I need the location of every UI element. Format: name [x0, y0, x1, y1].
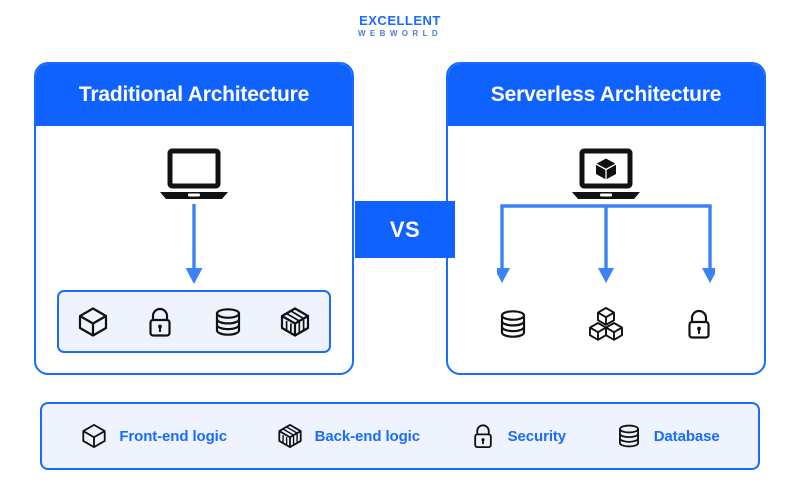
legend-label: Database	[653, 427, 720, 445]
segmented-cube-icon	[272, 299, 318, 345]
database-icon	[205, 299, 251, 345]
panel-traditional-body	[36, 126, 352, 373]
database-icon	[490, 301, 536, 347]
panel-serverless-body	[448, 126, 764, 373]
legend-label: Security	[507, 427, 567, 445]
legend-item-front-end-logic: Front-end logic	[80, 422, 227, 450]
brand-logo: EXCELLENT WEBWORLD	[0, 14, 800, 38]
segmented-cube-icon	[276, 422, 304, 450]
lock-icon	[137, 299, 183, 345]
cube-stack-icon	[583, 301, 629, 347]
flow-arrow-tree	[494, 204, 718, 291]
serverless-icon-row	[466, 301, 746, 347]
legend-item-security: Security	[469, 422, 566, 450]
lock-icon	[676, 301, 722, 347]
logo-primary-text: EXCELLENT	[359, 13, 441, 28]
laptop-icon	[158, 148, 230, 209]
vs-badge: VS	[355, 201, 455, 258]
panel-serverless-title: Serverless Architecture	[448, 64, 764, 126]
panel-traditional-title: Traditional Architecture	[36, 64, 352, 126]
logo-secondary-text: WEBWORLD	[357, 29, 443, 38]
database-icon	[615, 422, 643, 450]
legend-label: Front-end logic	[119, 427, 227, 445]
legend-label: Back-end logic	[314, 427, 420, 445]
lock-icon	[469, 422, 497, 450]
cube-icon	[80, 422, 108, 450]
traditional-icon-box	[57, 290, 331, 353]
legend-bar: Front-end logic Back-end logic Security	[40, 402, 760, 470]
flow-arrow-single	[181, 204, 207, 291]
panel-serverless-architecture: Serverless Architecture	[446, 62, 766, 375]
laptop-with-cube-icon	[570, 148, 642, 209]
legend-item-database: Database	[615, 422, 720, 450]
legend-item-back-end-logic: Back-end logic	[276, 422, 420, 450]
panel-traditional-architecture: Traditional Architecture	[34, 62, 354, 375]
cube-icon	[70, 299, 116, 345]
